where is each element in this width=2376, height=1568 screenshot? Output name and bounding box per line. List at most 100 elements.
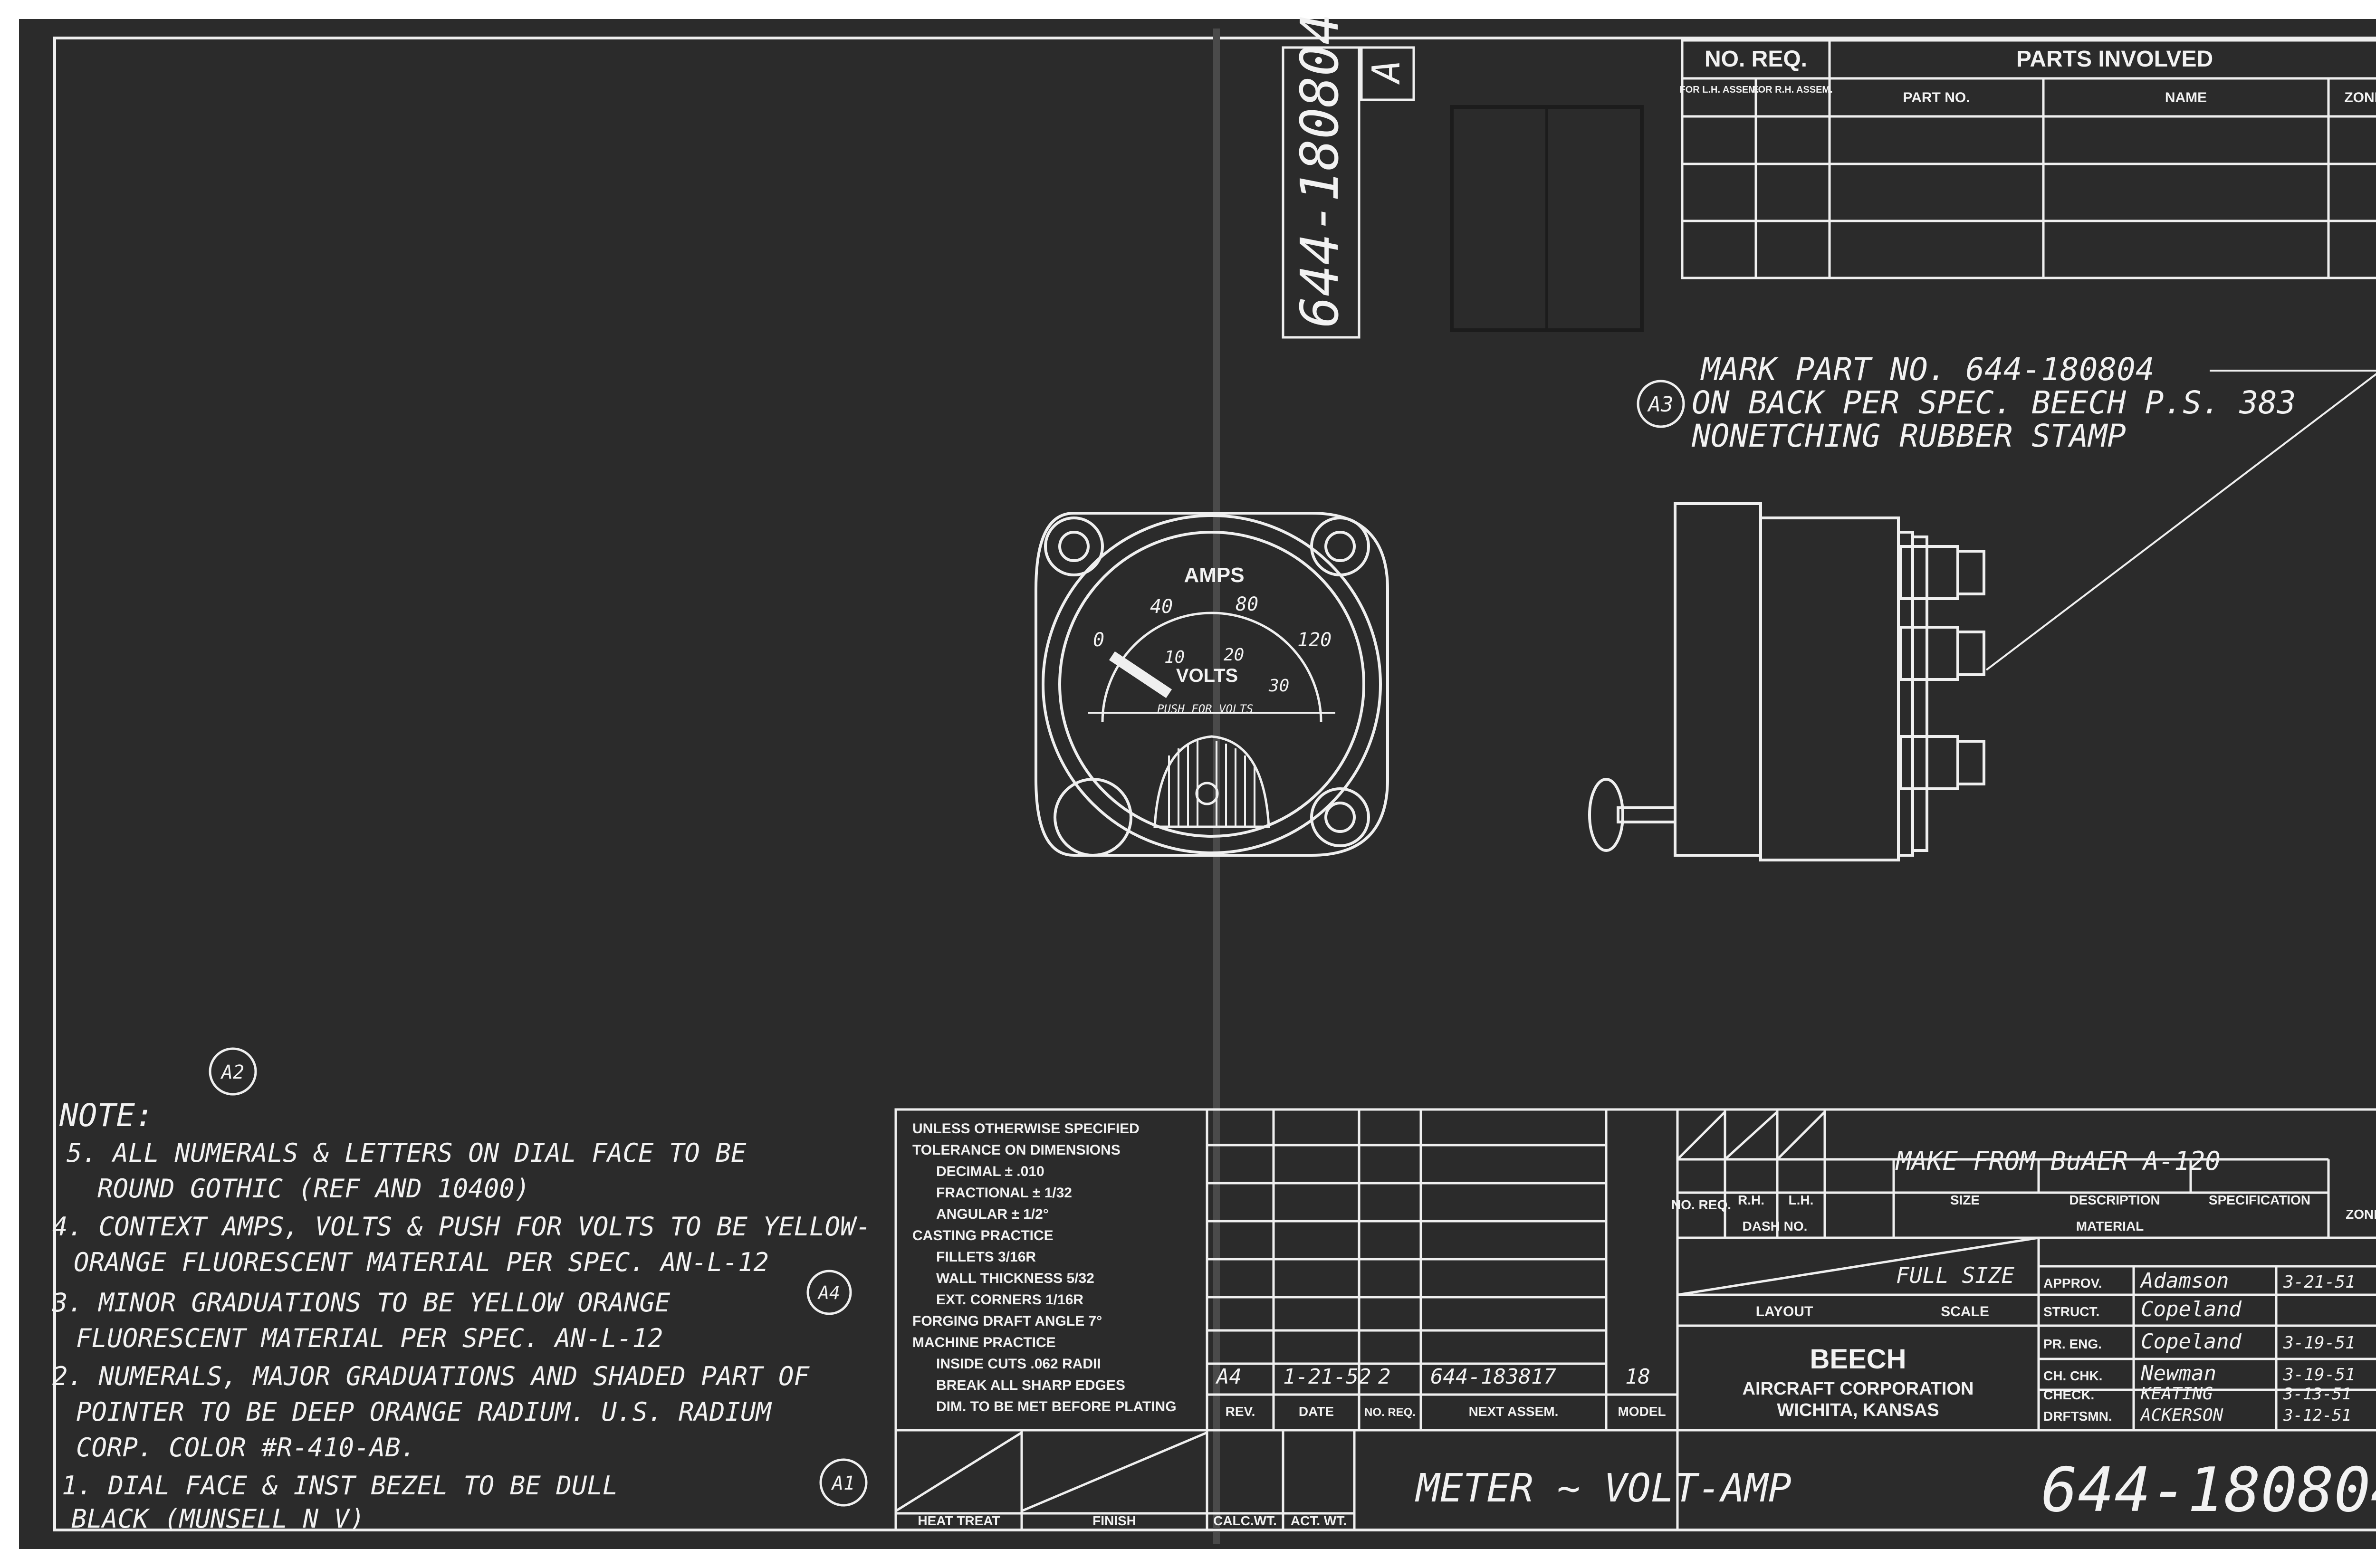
approval-date-5: 3-12-51: [2283, 1406, 2351, 1425]
parts-zone-header: ZONE: [2344, 90, 2376, 105]
rev-date-value: 1-21-52: [1283, 1365, 1371, 1389]
parts-name-header: NAME: [2165, 90, 2207, 105]
approval-name-2: Copeland: [2141, 1329, 2242, 1354]
note-tag-a3-label: A3: [1647, 392, 1674, 417]
instrument-side-view: [1588, 502, 1985, 861]
tol-line-9: FORGING DRAFT ANGLE 7°: [912, 1313, 1102, 1329]
scale-header: SCALE: [1941, 1304, 1989, 1319]
model-value: 18: [1625, 1365, 1650, 1389]
act-wt-label: ACT. WT.: [1291, 1513, 1347, 1528]
note-1: 1. DIAL FACE & INST BEZEL TO BE DULL: [62, 1471, 618, 1501]
note-3-cont: FLUORESCENT MATERIAL PER SPEC. AN-L-12: [76, 1323, 663, 1353]
rev-header: REV.: [1226, 1404, 1255, 1419]
drawing-number-main: 644-180804: [2041, 1455, 2376, 1526]
vertical-drawing-number: 644-180804: [1289, 13, 1350, 328]
tol-line-10: MACHINE PRACTICE: [912, 1335, 1056, 1350]
approval-date-2: 3-19-51: [2283, 1333, 2356, 1353]
dial-amps-label: AMPS: [1184, 564, 1244, 587]
dial-volts-label: VOLTS: [1176, 665, 1238, 686]
knob-ribs: [1168, 741, 1255, 827]
amps-tick-0: 0: [1093, 629, 1104, 651]
tolerance-block: UNLESS OTHERWISE SPECIFIED TOLERANCE ON …: [912, 1121, 1177, 1415]
bezel-ring-outer: [1042, 514, 1382, 854]
vertical-number-box: 644-180804 A: [1282, 13, 1415, 339]
pointer: [1109, 651, 1172, 698]
mount-hole-bl: [1054, 778, 1132, 857]
approval-role-5: DRFTSMN.: [2043, 1409, 2112, 1424]
tol-line-5: CASTING PRACTICE: [912, 1228, 1054, 1243]
bezel-ring-inner: [1058, 531, 1365, 838]
push-knob-side: [1588, 778, 1624, 852]
material-rh-header: R.H.: [1738, 1193, 1764, 1207]
material-header: MATERIAL: [2076, 1219, 2144, 1233]
approval-role-4: CHECK.: [2043, 1387, 2094, 1402]
amps-tick-120: 120: [1297, 629, 1332, 651]
approval-role-0: APPROV.: [2043, 1276, 2102, 1291]
material-size-header: SIZE: [1950, 1193, 1980, 1207]
tol-line-2: DECIMAL ± .010: [936, 1164, 1044, 1179]
tol-line-4: ANGULAR ± 1/2°: [936, 1206, 1049, 1222]
approval-role-2: PR. ENG.: [2043, 1337, 2102, 1351]
calc-wt-label: CALC.WT.: [1213, 1513, 1277, 1528]
volts-tick-30: 30: [1268, 676, 1289, 696]
material-specification-header: SPECIFICATION: [2209, 1193, 2310, 1207]
approval-date-0: 3-21-51: [2283, 1272, 2356, 1292]
parts-for-rh-header: FOR R.H. ASSEM.: [1752, 85, 1832, 95]
note-tag-a2: [209, 1047, 257, 1096]
company-line-3: WICHITA, KANSAS: [1777, 1400, 1939, 1420]
no-req-header: NO. REQ.: [1364, 1406, 1416, 1419]
tol-line-13: DIM. TO BE MET BEFORE PLATING: [936, 1399, 1177, 1415]
approval-date-4: 3-13-51: [2283, 1385, 2351, 1404]
approval-date-3: 3-19-51: [2283, 1365, 2356, 1385]
mark-note-line-1: MARK PART NO. 644-180804: [1700, 351, 2155, 388]
company-name: BEECH: [1810, 1344, 1906, 1375]
amps-tick-40: 40: [1150, 596, 1173, 618]
mark-note-line-3: NONETCHING RUBBER STAMP: [1691, 418, 2126, 454]
drawing-title: METER ~ VOLT-AMP: [1415, 1466, 1792, 1511]
note-1-cont: BLACK (MUNSELL N V): [71, 1504, 365, 1534]
approval-name-3: Newman: [2140, 1361, 2216, 1386]
dial-arc: [1101, 612, 1322, 723]
date-header: DATE: [1299, 1404, 1334, 1419]
parts-involved-table: [1681, 39, 2376, 279]
note-4: 4. CONTEXT AMPS, VOLTS & PUSH FOR VOLTS …: [52, 1212, 871, 1242]
tol-line-7: WALL THICKNESS 5/32: [936, 1271, 1094, 1286]
approval-name-0: Adamson: [2139, 1269, 2229, 1293]
layout-header: LAYOUT: [1756, 1304, 1813, 1319]
note-2-cont-2: CORP. COLOR #R-410-AB.: [76, 1433, 416, 1463]
parts-involved-title: PARTS INVOLVED: [2016, 47, 2213, 72]
note-tag-a2-label: A2: [220, 1061, 244, 1083]
scale-value: FULL SIZE: [1896, 1262, 2015, 1288]
rev-letter: A: [1364, 60, 1408, 85]
rev-no-req-value: 2: [1378, 1365, 1391, 1389]
bezel-plate: [1035, 512, 1389, 857]
notes-block: A2 NOTE: 5. ALL NUMERALS & LETTERS ON DI…: [52, 1047, 871, 1534]
parts-no-req-header: NO. REQ.: [1705, 47, 1807, 72]
note-tag-a4-label: A4: [817, 1282, 840, 1303]
note-5: 5. ALL NUMERALS & LETTERS ON DIAL FACE T…: [67, 1138, 747, 1168]
note-tag-a3: [1637, 380, 1685, 428]
mount-hole-tl: [1044, 516, 1104, 576]
note-5-cont: ROUND GOTHIC (REF AND 10400): [97, 1174, 530, 1204]
mark-leader-line: [1985, 373, 2376, 671]
approval-role-3: CH. CHK.: [2043, 1368, 2102, 1383]
note-4-cont: ORANGE FLUORESCENT MATERIAL PER SPEC. AN…: [74, 1247, 769, 1277]
volts-tick-20: 20: [1224, 645, 1244, 665]
mount-hole-br: [1310, 787, 1370, 847]
material-dash-no-header: DASH NO.: [1743, 1219, 1808, 1233]
tol-line-6: FILLETS 3/16R: [936, 1249, 1036, 1265]
tol-line-3: FRACTIONAL ± 1/32: [936, 1185, 1072, 1201]
approvals-block: APPROV. Adamson 3-21-51 STRUCT. Copeland…: [2043, 1269, 2356, 1425]
mark-note: A3 MARK PART NO. 644-180804 ON BACK PER …: [1637, 351, 2376, 671]
volts-tick-10: 10: [1164, 648, 1185, 667]
ghost-stamp: [1450, 105, 1644, 332]
parts-part-no-header: PART NO.: [1903, 90, 1970, 105]
tol-line-0: UNLESS OTHERWISE SPECIFIED: [912, 1121, 1140, 1137]
instrument-front-view: [1035, 512, 1389, 857]
model-header: MODEL: [1618, 1404, 1666, 1419]
rev-value: A4: [1215, 1365, 1242, 1389]
note-tag-a1-label: A1: [831, 1472, 855, 1494]
approval-name-1: Copeland: [2141, 1297, 2242, 1321]
approval-name-5: ACKERSON: [2140, 1405, 2223, 1425]
